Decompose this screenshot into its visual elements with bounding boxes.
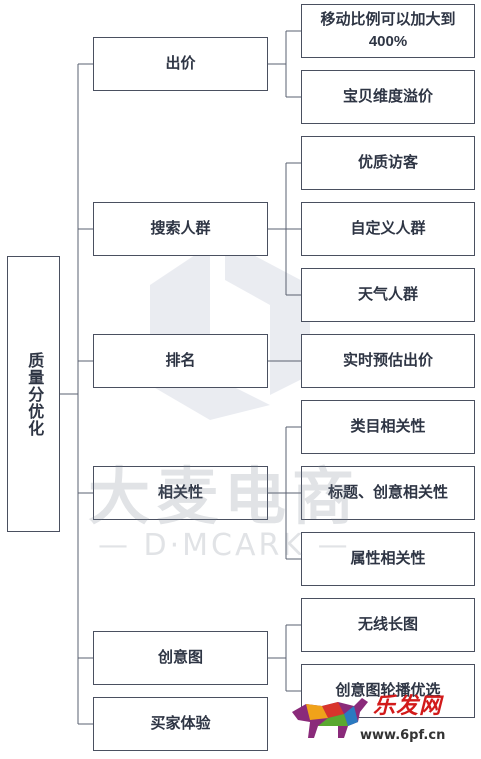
node-creative-image: 创意图 — [93, 631, 268, 685]
node-custom-crowd-label: 自定义人群 — [350, 219, 426, 237]
node-search-crowd: 搜索人群 — [93, 202, 268, 256]
node-realtime-bid: 实时预估出价 — [301, 334, 475, 388]
node-realtime-bid-label: 实时预估出价 — [342, 351, 433, 369]
node-creative-rotation: 创意图轮播优选 — [301, 664, 475, 718]
node-custom-crowd: 自定义人群 — [301, 202, 475, 256]
node-weather-crowd: 天气人群 — [301, 268, 475, 322]
node-quality-visitors: 优质访客 — [301, 136, 475, 190]
bull-logo-icon — [292, 698, 368, 738]
node-attribute-relevance: 属性相关性 — [301, 532, 475, 586]
node-creative-rotation-label: 创意图轮播优选 — [335, 681, 441, 699]
node-category-relevance: 类目相关性 — [301, 400, 475, 454]
node-bid-label: 出价 — [165, 54, 196, 72]
node-ranking: 排名 — [93, 334, 268, 388]
root-node: 质量分优化 — [7, 256, 60, 532]
node-ranking-label: 排名 — [165, 351, 196, 369]
node-buyer-experience-label: 买家体验 — [150, 714, 211, 732]
node-relevance-label: 相关性 — [157, 483, 203, 501]
node-wireless-long-image: 无线长图 — [301, 598, 475, 652]
site-stamp: 乐发网 www.6pf.cn — [288, 688, 480, 752]
node-title-relevance-label: 标题、创意相关性 — [327, 483, 448, 501]
node-mobile-ratio-label: 移动比例可以加大到400% — [320, 11, 456, 50]
node-mobile-ratio: 移动比例可以加大到400% — [301, 4, 475, 58]
node-title-relevance: 标题、创意相关性 — [301, 466, 475, 520]
node-category-relevance-label: 类目相关性 — [350, 417, 426, 435]
node-attribute-relevance-label: 属性相关性 — [350, 549, 426, 567]
node-buyer-experience: 买家体验 — [93, 697, 268, 751]
node-item-premium: 宝贝维度溢价 — [301, 70, 475, 124]
node-weather-crowd-label: 天气人群 — [357, 285, 418, 303]
site-url: www.6pf.cn — [360, 728, 446, 743]
node-quality-visitors-label: 优质访客 — [357, 153, 418, 171]
node-bid: 出价 — [93, 37, 268, 91]
node-item-premium-label: 宝贝维度溢价 — [342, 87, 433, 105]
node-wireless-long-image-label: 无线长图 — [357, 615, 418, 633]
node-search-crowd-label: 搜索人群 — [150, 219, 211, 237]
site-name: 乐发网 — [373, 693, 443, 719]
node-relevance: 相关性 — [93, 466, 268, 520]
root-node-label: 质量分优化 — [25, 351, 43, 437]
node-creative-image-label: 创意图 — [157, 648, 203, 666]
